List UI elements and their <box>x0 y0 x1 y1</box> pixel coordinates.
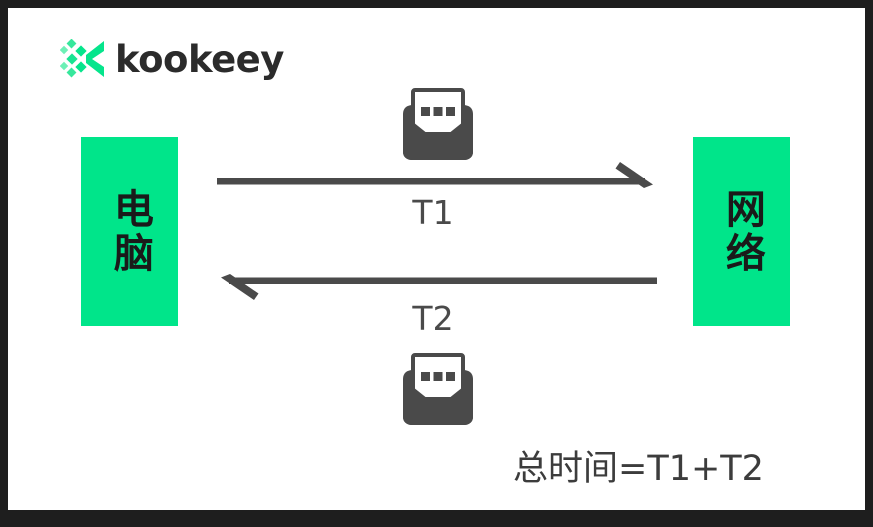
node-network: 网络 <box>693 137 790 326</box>
total-time-formula: 总时间=T1+T2 <box>513 449 764 489</box>
node-network-label: 网络 <box>718 187 765 276</box>
envelope-icon-top <box>403 88 473 160</box>
arrow-response-left-icon <box>221 274 657 300</box>
brand-wordmark: kookeey <box>115 37 284 81</box>
node-computer: 电脑 <box>81 137 178 326</box>
brand-logo: kookeey <box>60 39 284 79</box>
arrow-label-t1: T1 <box>412 193 454 232</box>
slide-canvas: kookeey 电脑 网络 T1 T2 <box>8 8 865 510</box>
arrow-label-t2: T2 <box>412 299 454 338</box>
arrow-request-right-icon <box>217 162 653 188</box>
node-computer-label: 电脑 <box>106 187 153 276</box>
kookeey-logo-mark-icon <box>60 39 104 78</box>
envelope-icon-bottom <box>403 353 473 425</box>
